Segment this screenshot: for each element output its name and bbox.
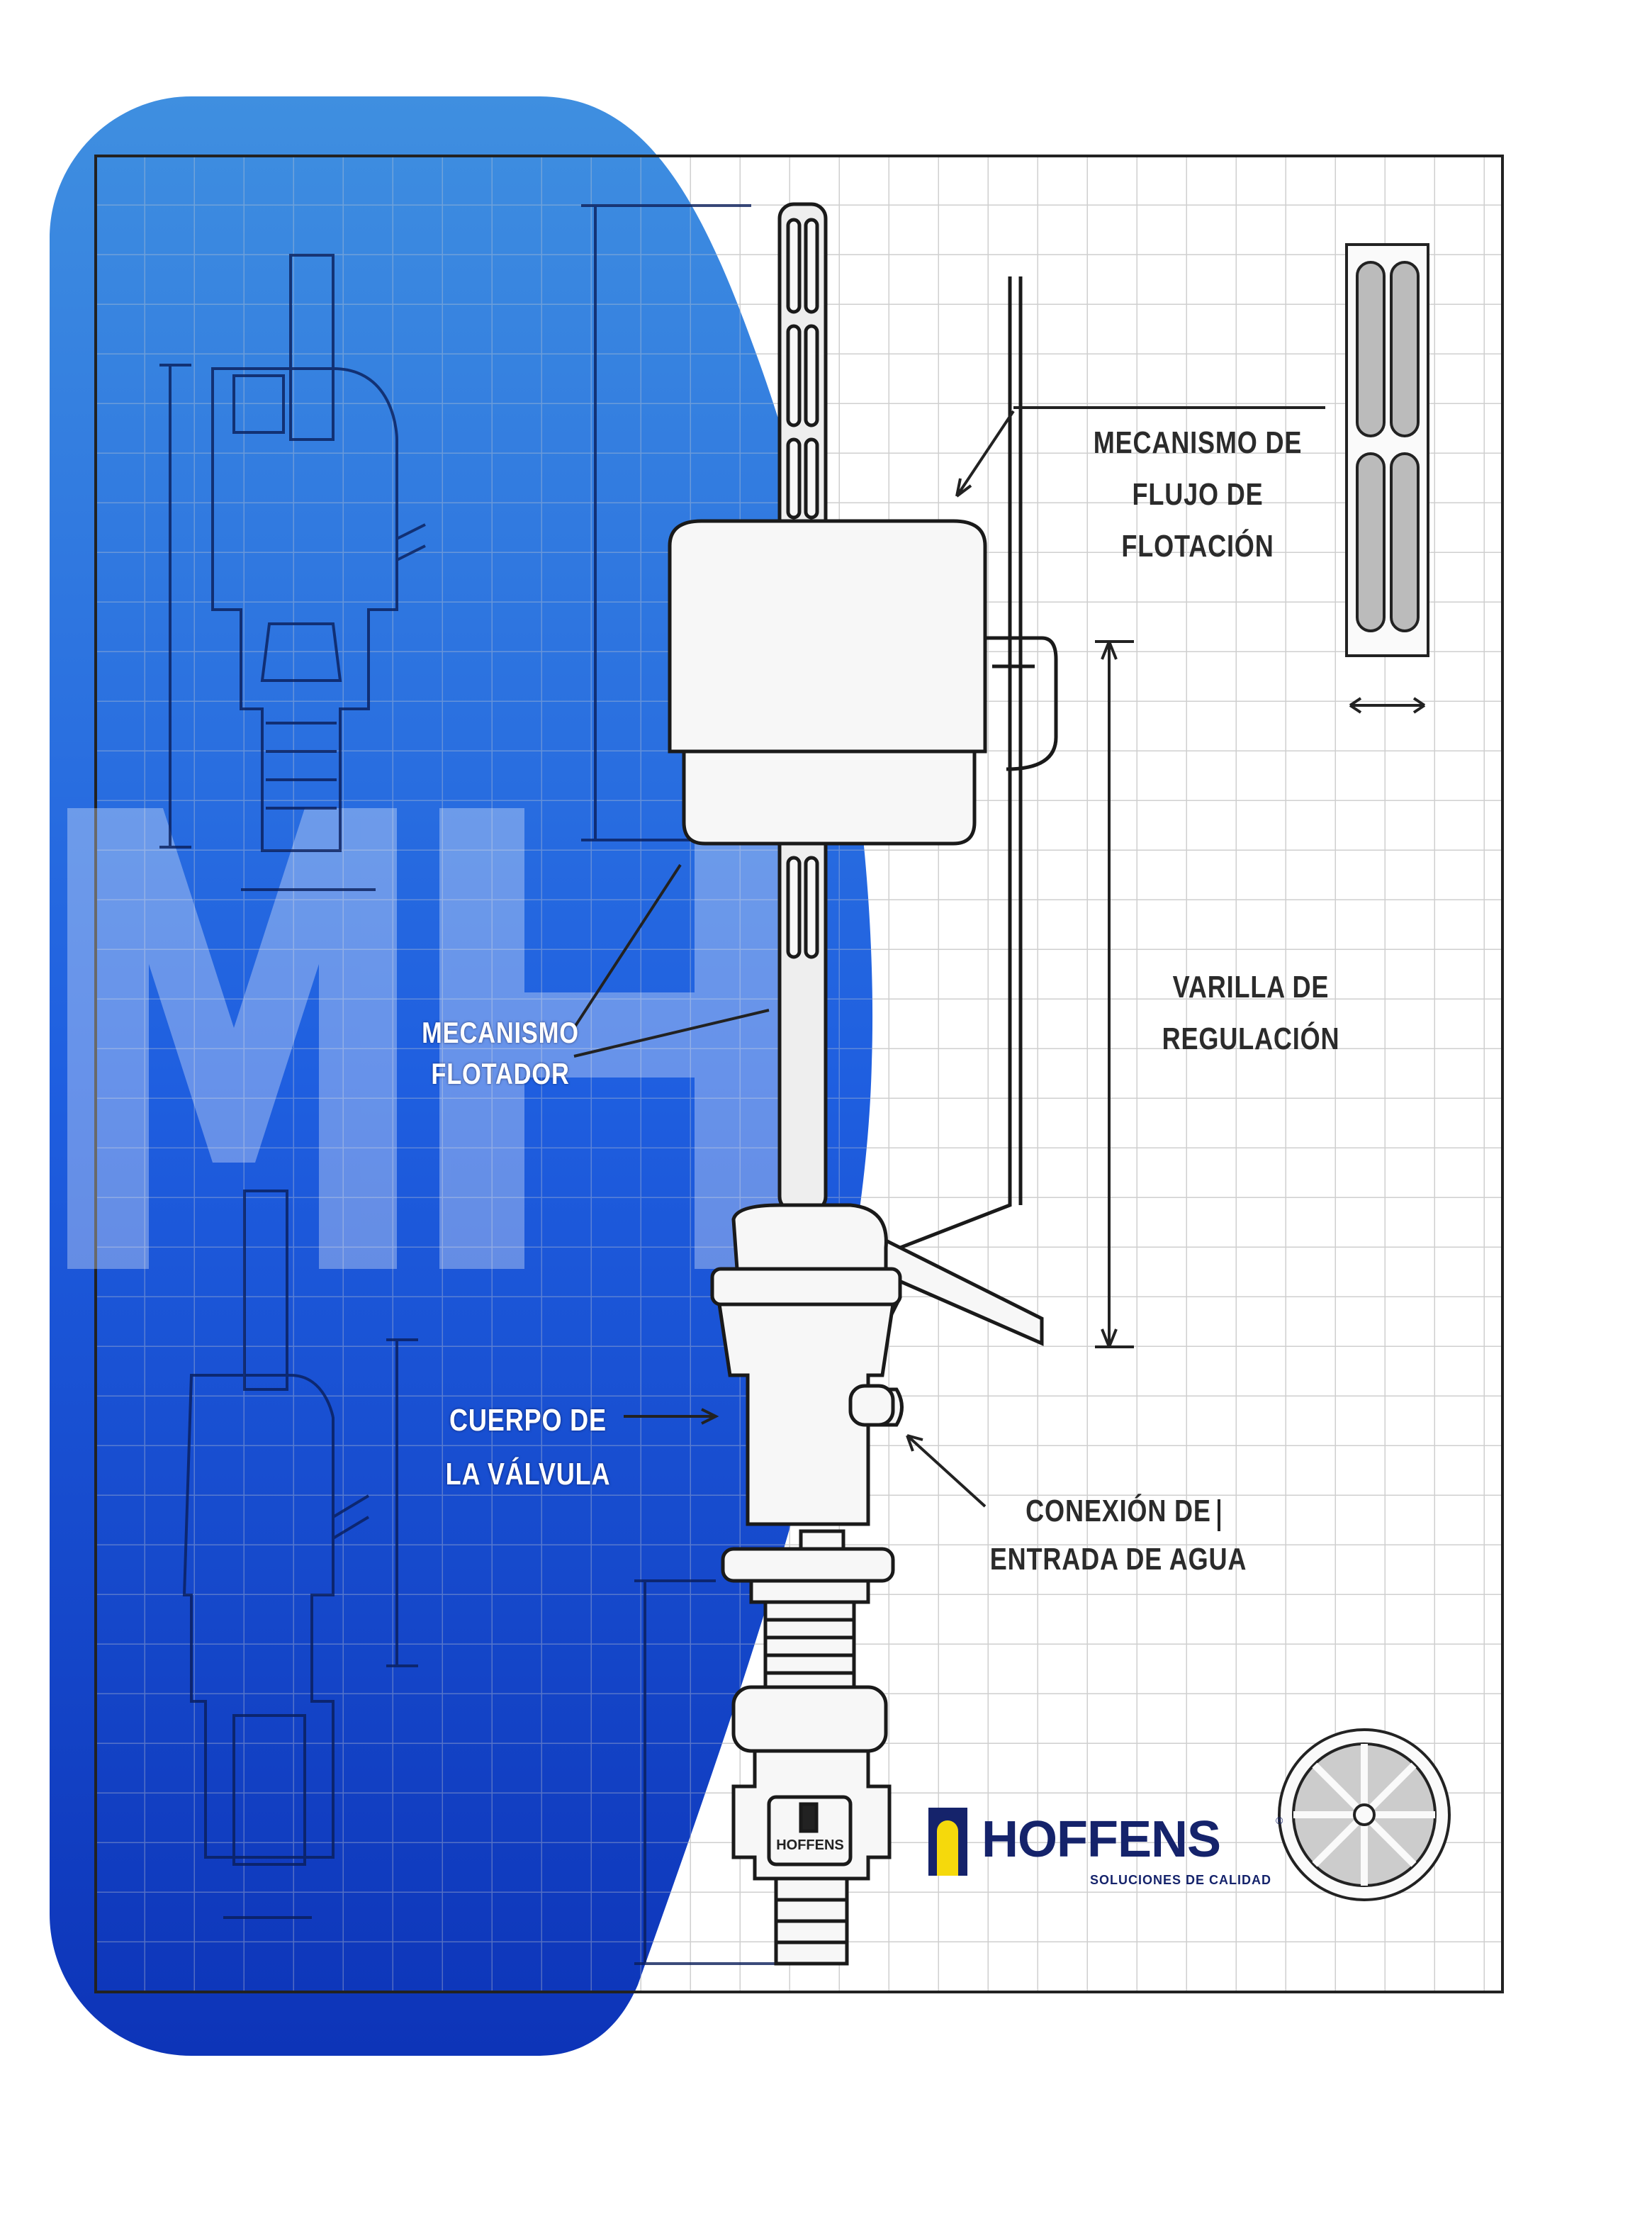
section-drawing-top [159, 204, 751, 891]
filter-disc [1278, 1728, 1451, 1901]
float-cup [668, 519, 987, 846]
label-float-mechanism: MECANISMO FLOTADOR [384, 1012, 617, 1095]
label-line: CUERPO DE [449, 1403, 607, 1438]
label-line: REGULACIÓN [1162, 1022, 1340, 1056]
label-water-inlet: CONEXIÓN DE ENTRADA DE AGUA [973, 1487, 1264, 1584]
label-line: LA VÁLVULA [445, 1457, 611, 1492]
logo-registered: ® [1276, 1815, 1283, 1826]
logo-brand: HOFFENS [982, 1811, 1221, 1868]
label-flow-mechanism: MECANISMO DE FLUJO DE FLOTACIÓN [1081, 417, 1314, 572]
label-line: CONEXIÓN DE [1026, 1494, 1211, 1528]
label-valve-body: CUERPO DE LA VÁLVULA [412, 1394, 644, 1501]
fill-valve-illustration [668, 202, 1058, 1966]
label-line: FLOTACIÓN [1121, 529, 1274, 564]
blueprint-frame [94, 155, 1504, 1993]
label-line: MECANISMO DE [1093, 425, 1303, 460]
label-line: FLOTADOR [431, 1057, 570, 1090]
label-line: ENTRADA DE AGUA [989, 1542, 1247, 1577]
logo-tagline: SOLUCIONES DE CALIDAD [1090, 1873, 1272, 1887]
label-line: VARILLA DE [1172, 970, 1330, 1004]
product-stamp: HOFFENS [776, 1837, 844, 1853]
label-line: FLUJO DE [1132, 477, 1264, 512]
section-drawing-bottom [182, 1190, 780, 1965]
label-line: MECANISMO [422, 1016, 579, 1049]
label-regulation-rod: VARILLA DE REGULACIÓN [1135, 961, 1367, 1065]
valve-head [731, 1203, 888, 1271]
logo-mark-icon [928, 1808, 967, 1876]
inlet-nozzle [848, 1384, 895, 1427]
hoffens-logo: HOFFENS ® SOLUCIONES DE CALIDAD [928, 1808, 1297, 1900]
threaded-shank [763, 1600, 856, 1689]
dimension-lines [573, 406, 1325, 1531]
valve-body [717, 1302, 895, 1526]
strainer-detail [1345, 243, 1429, 714]
watermark-mh [67, 808, 787, 1269]
float-clip [985, 636, 1058, 771]
